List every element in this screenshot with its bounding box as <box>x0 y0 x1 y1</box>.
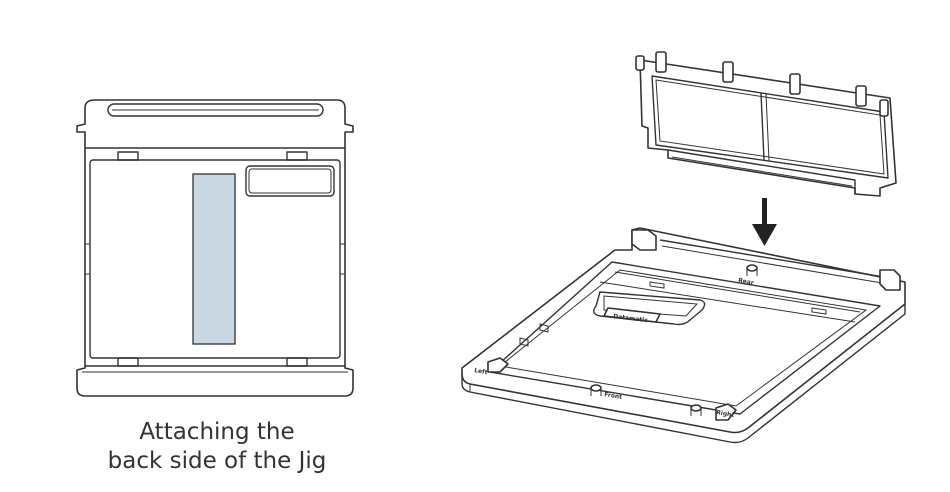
jig-label-right: Right <box>716 409 735 419</box>
jig-back-view <box>76 99 354 397</box>
arrow-down-icon <box>752 198 777 246</box>
jig-cover-piece <box>635 51 897 197</box>
jig-base: Datamatic Rear Front Right Left <box>461 227 906 444</box>
caption-line-2: back side of the Jig <box>107 448 327 474</box>
jig-label-front: Front <box>604 391 623 401</box>
jig-label-left: Left <box>474 367 489 376</box>
jig-label-rear: Rear <box>738 277 755 287</box>
caption-line-1: Attaching the <box>139 419 295 445</box>
highlight-strip <box>192 173 236 345</box>
caption: Attaching the back side of the Jig <box>92 418 342 476</box>
jig-label-datamatic: Datamatic <box>613 313 649 324</box>
